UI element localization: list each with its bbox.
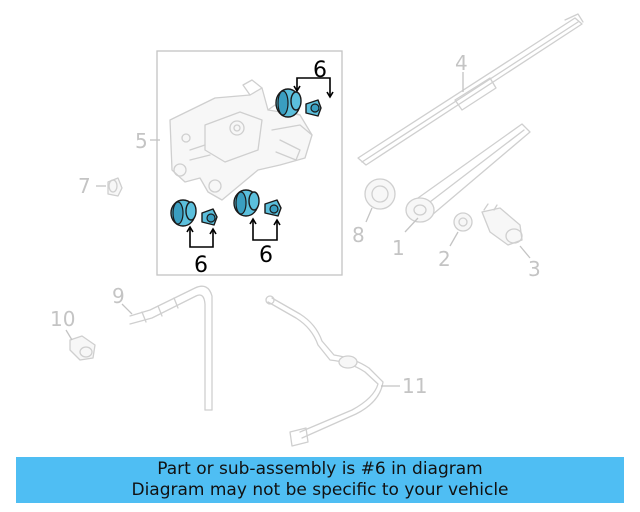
callout-7: 7	[78, 174, 91, 198]
callout-8: 8	[352, 223, 365, 247]
clip-part-7[interactable]	[107, 177, 123, 197]
callout-5: 5	[135, 129, 148, 153]
wiper-motor-part-5[interactable]	[169, 79, 313, 201]
banner-line-1: Part or sub-assembly is #6 in diagram	[157, 459, 483, 479]
callout-10: 10	[50, 307, 75, 331]
wiper-arm-part-1[interactable]	[405, 123, 531, 223]
cap-part-8[interactable]	[364, 178, 396, 210]
grommet-set-right[interactable]	[233, 189, 282, 217]
grommet-set-left[interactable]	[170, 199, 218, 227]
callout-3: 3	[528, 257, 541, 281]
callout-6-top: 6	[313, 58, 327, 83]
callout-4: 4	[455, 51, 468, 75]
banner-line-2: Diagram may not be specific to your vehi…	[131, 480, 509, 500]
washer-hose-assembly-part-11[interactable]	[265, 295, 384, 447]
wiper-blade-part-4[interactable]	[357, 13, 584, 166]
motor-assembly-frame	[156, 50, 343, 276]
washer-hose-part-9[interactable]	[129, 285, 213, 411]
nozzle-part-10[interactable]	[69, 335, 96, 361]
callout-11: 11	[402, 374, 427, 398]
info-banner: Part or sub-assembly is #6 in diagram Di…	[16, 457, 624, 503]
callout-9: 9	[112, 284, 125, 308]
grommet-set-top[interactable]	[275, 88, 322, 118]
callout-6-left: 6	[194, 253, 208, 278]
callout-1: 1	[392, 236, 405, 260]
cover-part-3[interactable]	[481, 203, 523, 246]
callout-2: 2	[438, 247, 451, 271]
callout-6-right: 6	[259, 243, 273, 268]
nut-part-2[interactable]	[453, 212, 473, 232]
